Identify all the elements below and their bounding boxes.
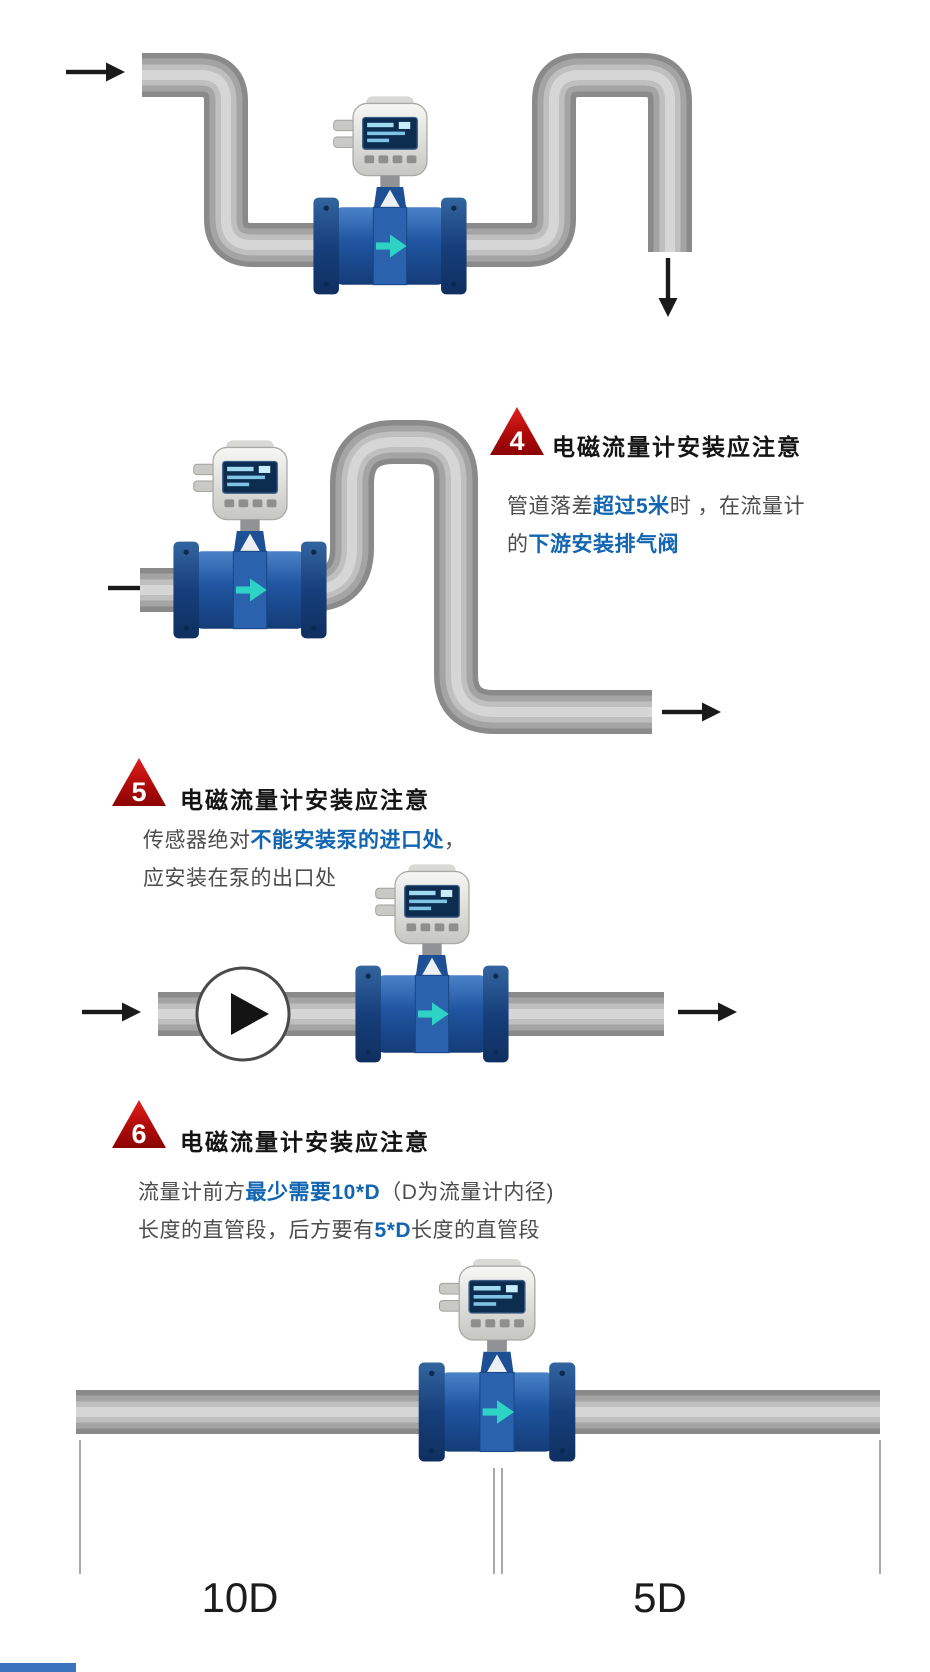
note-4-heading: 电磁流量计安装应注意: [552, 434, 802, 460]
note-5-text-line-1: 传感器绝对不能安装泵的进口处，: [143, 829, 466, 852]
note-5-heading: 电磁流量计安装应注意: [180, 787, 430, 813]
diagram-note-4: [108, 440, 721, 721]
inlet-flow-arrow-icon: [82, 1002, 141, 1022]
note-6-number: 6: [131, 1118, 147, 1149]
note-5-text-line-2: 应安装在泵的出口处: [143, 867, 337, 890]
flowmeter: [172, 439, 328, 640]
pump-icon: [195, 966, 291, 1062]
note-6-text-line-2: 长度的直管段，后方要有5*D长度的直管段: [138, 1219, 541, 1242]
flowmeter: [418, 1258, 576, 1463]
flowmeter: [312, 95, 468, 296]
diagram-note-5: [82, 863, 737, 1064]
diagram-siphon-top: [66, 62, 678, 317]
outlet-flow-arrow-down-icon: [658, 258, 678, 317]
outlet-flow-arrow-icon: [678, 1002, 737, 1022]
inlet-flow-arrow-icon: [66, 62, 125, 82]
next-section-edge: [0, 1663, 76, 1672]
note-5-number: 5: [131, 776, 147, 807]
upstream-length-label: 10D: [201, 1574, 279, 1621]
downstream-length-label: 5D: [633, 1574, 687, 1621]
flowmeter: [354, 863, 510, 1064]
note-6-text-line-1: 流量计前方最少需要10*D（D为流量计内径): [138, 1181, 554, 1204]
note-6-heading: 电磁流量计安装应注意: [180, 1129, 430, 1155]
dimension-lines: [79, 1440, 881, 1574]
diagram-note-6: [76, 1258, 881, 1574]
note-4-text-line-2: 的下游安装排气阀: [507, 533, 679, 556]
note-4-text-line-1: 管道落差超过5米时 ，在流量计: [507, 495, 806, 518]
note-4-number: 4: [509, 425, 525, 456]
outlet-flow-arrow-icon: [662, 702, 721, 722]
